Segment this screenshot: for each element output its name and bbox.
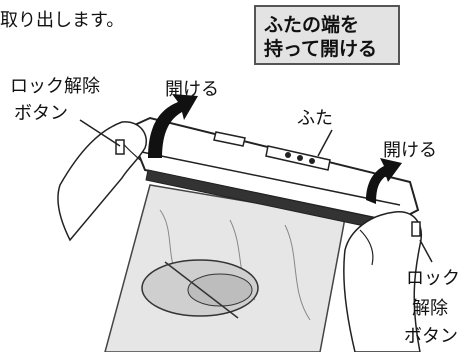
lock-release-label-right-1: ロック — [406, 268, 460, 289]
lid-label: ふた — [297, 108, 333, 129]
open-arrow-left — [148, 94, 198, 158]
instruction-callout: ふたの端を 持って開ける — [254, 5, 400, 65]
open-arrow-right — [366, 158, 402, 204]
right-hand — [343, 211, 422, 352]
lock-release-label-left-1: ロック解除 — [10, 76, 100, 97]
vacuum-sealer-body — [126, 116, 420, 224]
callout-line-1: ふたの端を — [264, 14, 360, 36]
lock-release-button-right — [411, 221, 421, 237]
heading-text: 取り出します。 — [0, 10, 125, 31]
callout-line-2: 持って開ける — [264, 38, 378, 60]
open-label-right: 開ける — [383, 140, 437, 161]
left-hand — [57, 121, 147, 242]
control-panel — [213, 131, 246, 147]
lock-release-label-right-2: 解除 — [412, 298, 448, 319]
lock-release-label-left-2: ボタン — [14, 103, 68, 124]
lock-release-button-left — [115, 139, 125, 155]
lock-release-label-right-3: ボタン — [404, 326, 458, 347]
open-label-left: 開ける — [165, 79, 219, 100]
